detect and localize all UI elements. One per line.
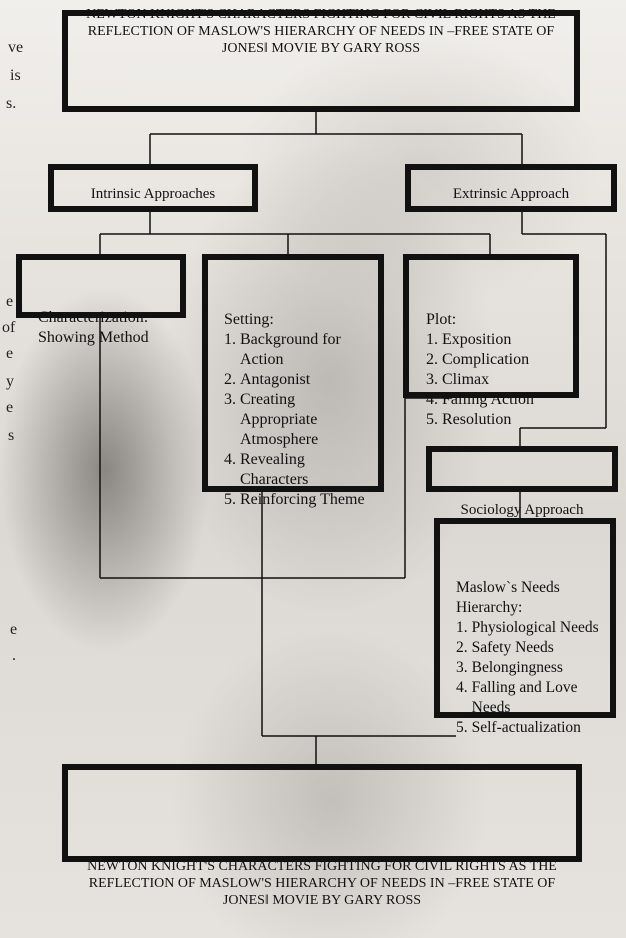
maslow-items: 1.Physiological Needs 2.Safety Needs 3.B… [456,618,620,738]
list-item: 5.Self-actualization [456,719,581,736]
list-item: 4.Falling and Love Needs [456,679,578,716]
intrinsic-label: Intrinsic Approaches [90,186,216,202]
extrinsic-box [405,164,617,212]
list-item: 1.Physiological Needs [456,619,599,636]
background-text-fragment: e [6,293,14,310]
background-text-fragment: y [6,373,14,390]
setting-box [202,254,384,492]
setting-list: Setting: 1.Background for Action 2.Antag… [224,310,374,510]
extrinsic-label: Extrinsic Approach [452,186,570,202]
setting-items: 1.Background for Action 2.Antagonist 3.C… [224,330,374,510]
list-item: 4.Falling Action [426,391,534,408]
list-item: 3.Belongingness [456,659,563,676]
background-text-fragment: s. [6,95,17,112]
list-item: 2.Safety Needs [456,639,554,656]
plot-items: 1.Exposition 2.Complication 3.Climax 4.F… [426,330,576,430]
background-text-fragment: e [6,399,14,416]
background-text-fragment: of [2,319,16,336]
list-item: 2.Complication [426,351,530,368]
background-text-fragment: e [10,621,18,638]
title-box-top [62,10,580,112]
maslow-box [434,518,616,718]
characterization-box [16,254,186,318]
intrinsic-box [48,164,258,212]
list-item: 1.Background for Action [224,331,341,368]
background-text-fragment: is [10,67,21,84]
characterization-label: Characterization: Showing Method [38,309,149,346]
title-text-top: NEWTON KNIGHT'S CHARACTERS FIGHTING FOR … [86,7,556,56]
maslow-heading: Maslow`s Needs Hierarchy: [456,579,560,616]
background-text-fragment: . [12,647,16,664]
title-text-bottom: NEWTON KNIGHT'S CHARACTERS FIGHTING FOR … [87,859,557,908]
list-item: 4.Revealing Characters [224,451,309,488]
list-item: 3.Climax [426,371,490,388]
title-box-bottom [62,764,582,862]
plot-heading: Plot: [426,311,457,328]
background-text-fragment: s [8,427,15,444]
list-item: 5.Reinforcing Theme [224,491,365,508]
plot-list: Plot: 1.Exposition 2.Complication 3.Clim… [426,310,576,430]
list-item: 3.Creating Appropriate Atmosphere [224,391,319,448]
maslow-list: Maslow`s Needs Hierarchy: 1.Physiologica… [456,578,620,738]
setting-heading: Setting: [224,311,274,328]
list-item: 1.Exposition [426,331,512,348]
sociology-label: Sociology Approach [460,502,584,518]
sociology-box [426,446,618,492]
list-item: 2.Antagonist [224,371,311,388]
list-item: 5.Resolution [426,411,512,428]
plot-box [403,254,579,398]
background-text-fragment: e [6,345,14,362]
background-text-fragment: ve [8,39,24,56]
